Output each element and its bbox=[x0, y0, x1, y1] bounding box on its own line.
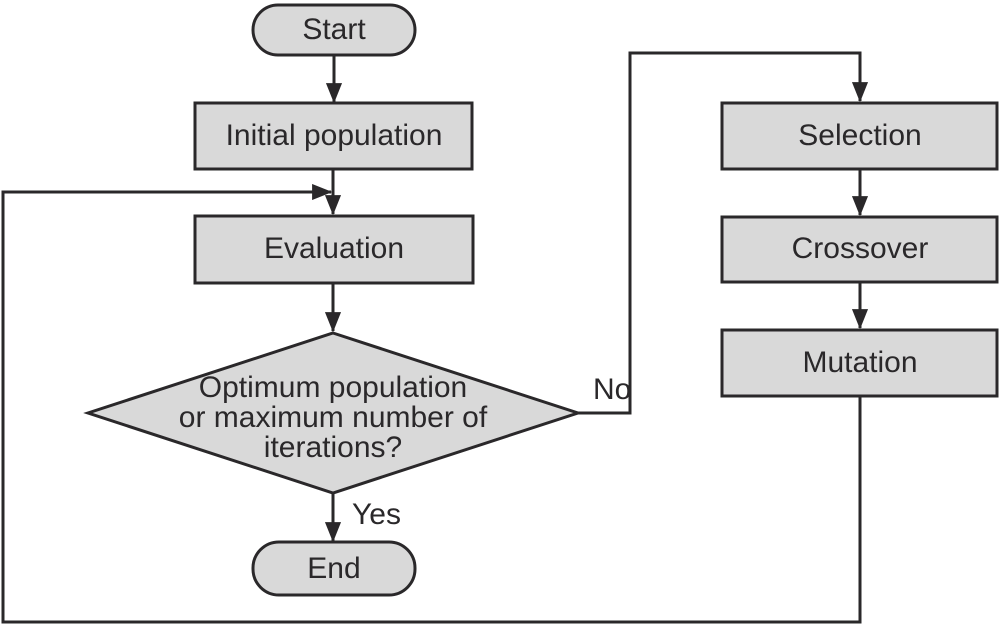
initial-population-process-shape bbox=[193, 101, 474, 171]
crossover-label: Crossover bbox=[792, 232, 929, 265]
decision-label-line2: or maximum number of bbox=[179, 401, 488, 434]
selection-label: Selection bbox=[798, 119, 921, 152]
end-terminator-shape bbox=[251, 540, 417, 597]
node-mutation: Mutation bbox=[720, 328, 999, 398]
initial-population-label: Initial population bbox=[226, 119, 443, 152]
decision-diamond-shape bbox=[83, 331, 583, 495]
end-label: End bbox=[307, 552, 360, 585]
edge-mutation-to-evaluation-loop bbox=[1, 183, 862, 624]
mutation-label: Mutation bbox=[802, 346, 917, 379]
decision-label-line3: iterations? bbox=[264, 431, 402, 464]
node-start: Start bbox=[251, 3, 417, 57]
node-evaluation: Evaluation bbox=[193, 214, 475, 285]
edges bbox=[1, 51, 869, 624]
mutation-process-shape bbox=[720, 328, 999, 398]
selection-process-shape bbox=[720, 101, 999, 171]
evaluation-label: Evaluation bbox=[264, 232, 404, 265]
decision-label-line1: Optimum population bbox=[199, 371, 467, 404]
node-decision: Optimum population or maximum number of … bbox=[83, 331, 583, 495]
edge-decision-to-selection-no bbox=[578, 51, 869, 415]
label-yes: Yes bbox=[352, 498, 401, 531]
label-no: No bbox=[593, 373, 631, 406]
evaluation-process-shape bbox=[193, 214, 475, 285]
start-label: Start bbox=[302, 13, 366, 46]
node-selection: Selection bbox=[720, 101, 999, 171]
node-crossover: Crossover bbox=[720, 215, 999, 284]
start-terminator-shape bbox=[251, 3, 417, 57]
node-initial-population: Initial population bbox=[193, 101, 474, 171]
crossover-process-shape bbox=[720, 215, 999, 284]
node-end: End bbox=[251, 540, 417, 597]
